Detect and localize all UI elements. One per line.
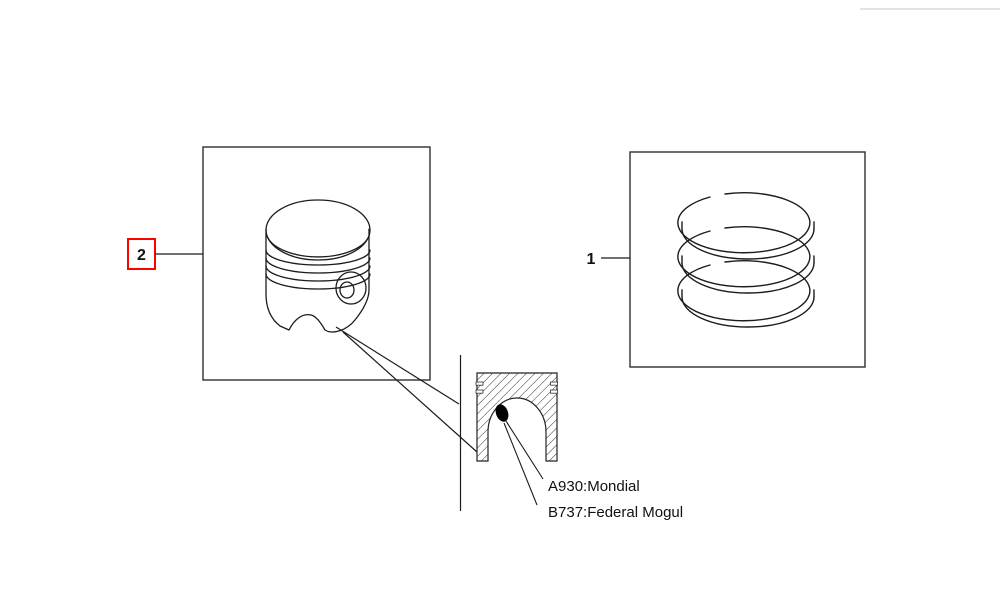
piston-ring-set-figure: [677, 192, 815, 328]
cross-section-body: [476, 372, 558, 462]
callout-1-label: 1: [587, 251, 596, 268]
part-frame-rings: [629, 151, 866, 368]
annotation-a930: A930:Mondial: [548, 478, 640, 495]
callout-2-label: 2: [137, 247, 146, 264]
detail-leader-lines: [335, 326, 478, 453]
groove-notch: [475, 389, 484, 394]
piston-side-view-figure: [265, 199, 371, 333]
material-marker-dot: [495, 404, 509, 422]
annotation-leader-lines: [503, 420, 544, 506]
part-frame-piston: [202, 146, 431, 381]
callout-2-box: [127, 238, 156, 270]
groove-notch: [550, 389, 558, 394]
groove-notch: [475, 381, 484, 386]
groove-notch: [550, 381, 558, 386]
piston-cross-section-detail-figure: [475, 372, 558, 462]
annotation-b737: B737:Federal Mogul: [548, 504, 683, 521]
